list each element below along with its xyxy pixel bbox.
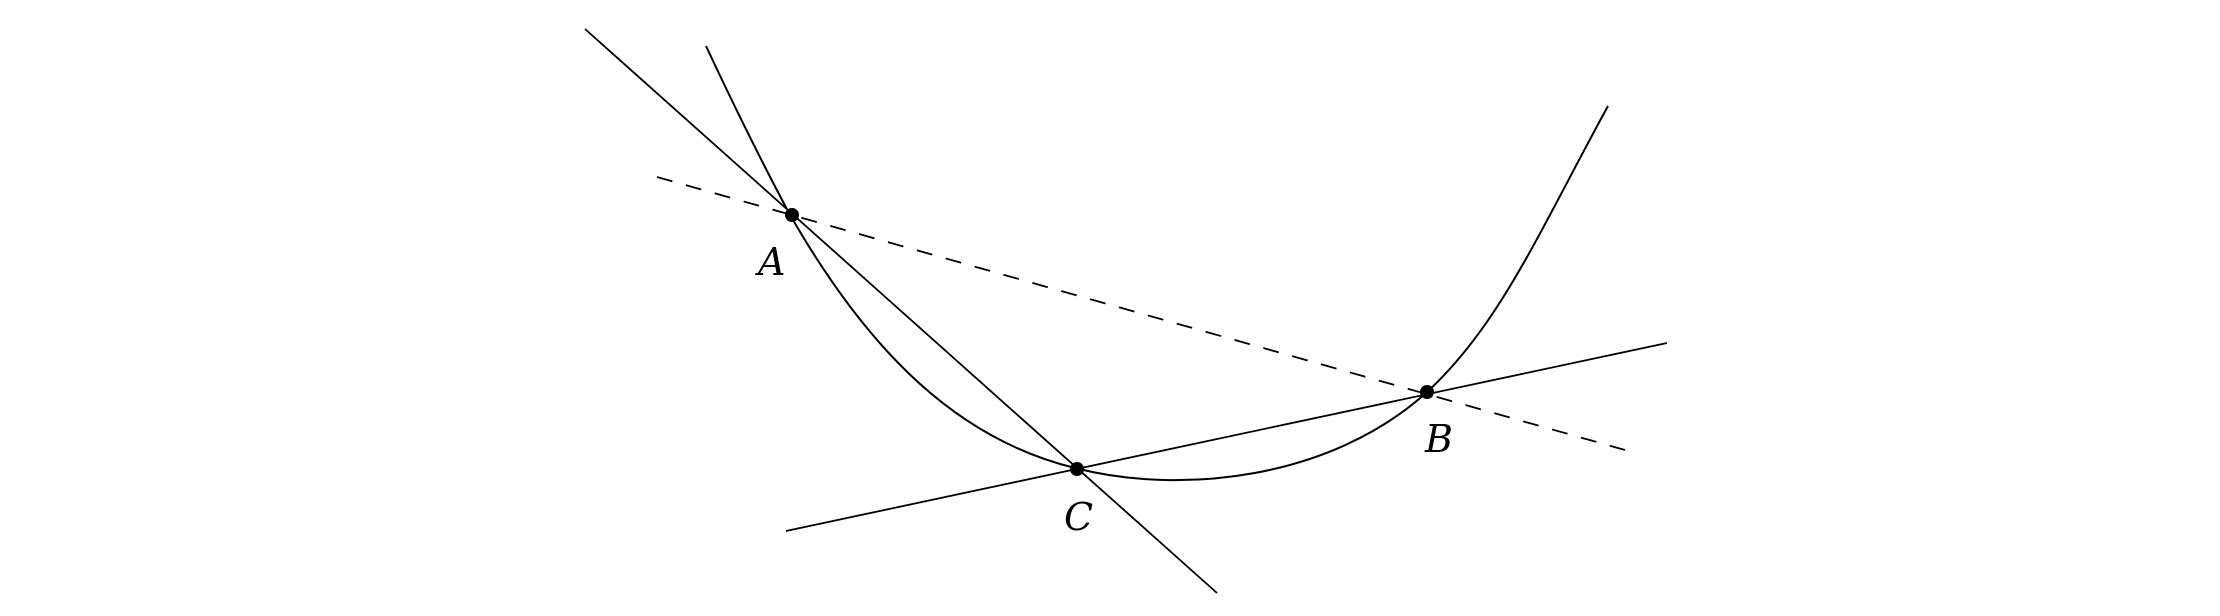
line-cb [785, 342, 1668, 532]
line-ac [584, 28, 1218, 594]
point-b [1420, 385, 1434, 399]
point-c [1070, 462, 1084, 476]
secant-ab-dashed [656, 176, 1626, 451]
curve [705, 45, 1609, 482]
label-a: A [755, 240, 785, 284]
label-c: C [1064, 495, 1093, 539]
label-b: B [1424, 417, 1453, 461]
point-a [785, 208, 799, 222]
